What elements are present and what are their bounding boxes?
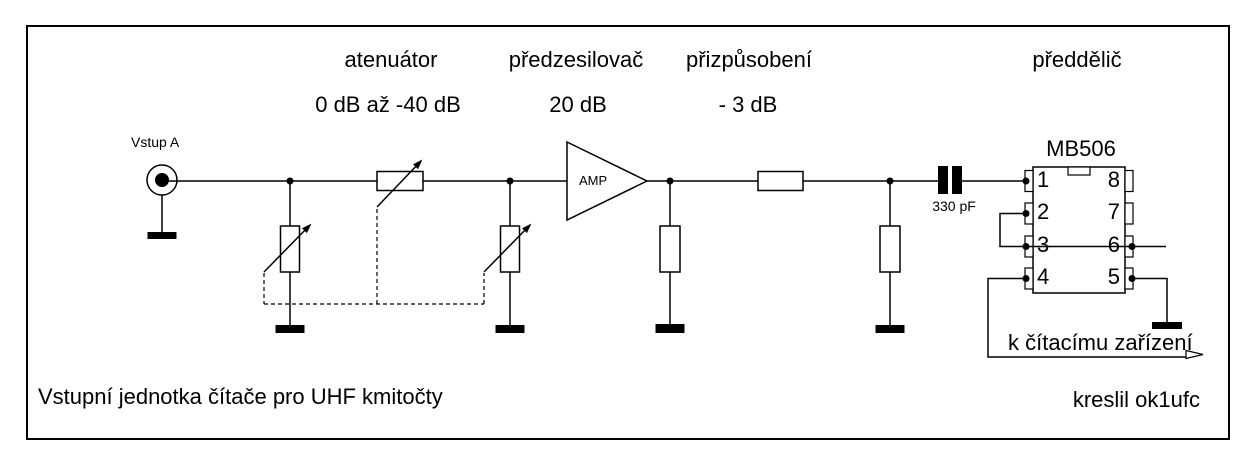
preamp-gain: 20 dB [549,92,607,117]
ground-icon-shunt-3 [655,324,685,333]
prescaler-label: předdělič [1032,47,1122,72]
ground-icon-input [147,232,177,239]
chip-body [1032,166,1126,294]
capacitor-plate-left [938,166,948,194]
chip-pin-number-8: 8 [1107,167,1120,192]
attenuator-label: atenuátor [344,47,438,72]
connector-center-pin [155,173,169,187]
output-destination-label: k čítacímu zařízení [1008,330,1193,355]
arrow-shunt-1-icon [263,223,312,273]
shunt-variable-resistor-1 [279,225,301,273]
junction-dots [286,177,1136,282]
chip-pin-7 [1124,202,1134,225]
arrow-series-icon [376,159,423,208]
diagram-credit: kreslil ok1ufc [1072,387,1200,412]
shunt-resistor-4 [879,225,901,273]
series-matching-resistor [757,170,804,192]
adjustment-arrows [263,159,532,273]
chip-pin-number-2: 2 [1037,199,1050,224]
wire-pin2-pin3-loop [999,212,1026,248]
shunt-resistor-3 [659,225,681,273]
chip-pin-number-3: 3 [1037,232,1050,257]
amp-symbol-label: AMP [579,173,608,188]
ground-icon-shunt-4 [875,325,905,333]
pin-dot-6 [1128,243,1136,250]
preamp-label: předzesilovač [508,47,644,72]
pin-dot-2 [1022,210,1030,217]
chip-pin-number-1: 1 [1037,167,1050,192]
wire-pin4-output [987,277,1188,358]
input-label: Vstup A [131,134,180,150]
output-arrow-icon [1185,349,1204,360]
chip-pin-number-6: 6 [1107,232,1120,257]
pin-dot-1 [1022,177,1030,185]
ground-icon-pin5 [1152,322,1182,329]
matching-label: přizpůsobení [686,47,812,72]
junction-dot [506,177,514,185]
chip-pin-number-5: 5 [1107,264,1120,289]
ground-icon-shunt-1 [275,325,305,333]
ground-symbols [147,232,1182,333]
drawing-frame [26,25,1230,440]
capacitor-value-label: 330 pF [932,198,976,214]
signal-wires [161,180,1188,358]
capacitor-plate-right [952,166,962,194]
junction-dot [886,177,894,185]
pin-dot-5 [1128,275,1136,282]
junction-dot [286,177,294,185]
junction-dot [666,177,674,185]
shunt-variable-resistor-2 [499,225,521,273]
diagram-title: Vstupní jednotka čítače pro UHF kmitočty [38,384,443,409]
chip-pin-number-4: 4 [1037,264,1050,289]
arrow-shunt-2-icon [483,223,532,273]
pin-dot-3 [1022,243,1030,250]
gang-control-dashed-lines [263,209,485,305]
chip-pin-8 [1124,169,1134,193]
ground-icon-shunt-2 [495,325,525,333]
chip-name-label: MB506 [1046,136,1116,161]
chip-pin-number-7: 7 [1107,199,1120,224]
pin-dot-4 [1022,275,1030,282]
series-variable-resistor [376,170,424,192]
chip-notch-icon [1067,166,1091,176]
wire-pin5-ground [1132,277,1168,322]
matching-loss: - 3 dB [718,92,778,117]
attenuator-range: 0 dB až -40 dB [315,92,461,117]
